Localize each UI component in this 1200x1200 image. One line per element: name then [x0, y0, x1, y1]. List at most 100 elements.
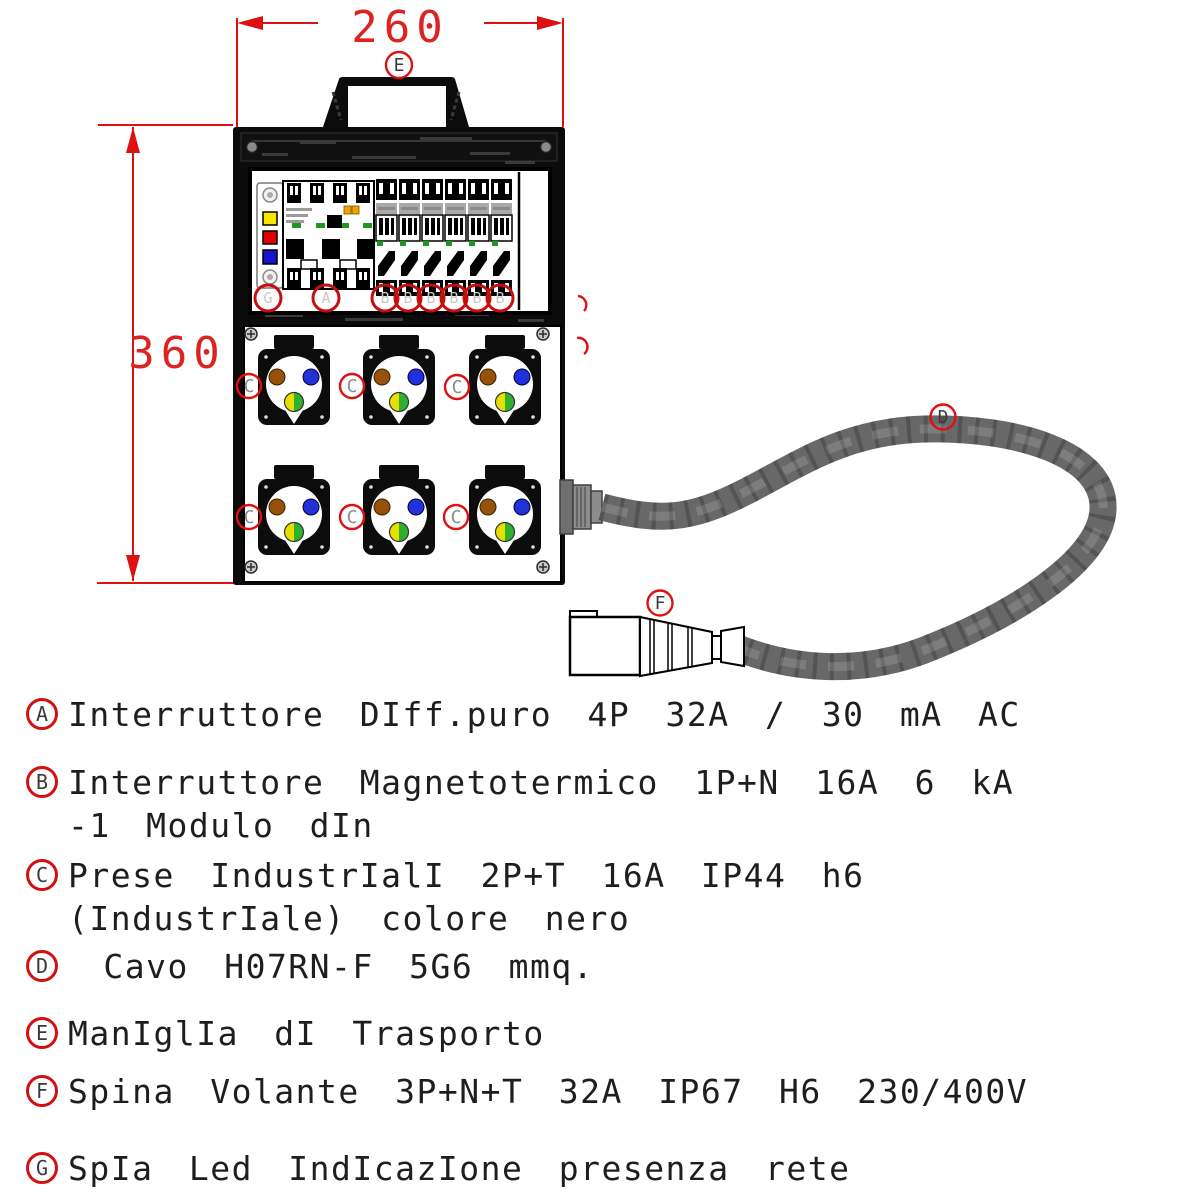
neutral-pin: [302, 498, 320, 516]
callout-socket-letter: C: [452, 377, 463, 398]
legend-key-badge: C: [26, 859, 58, 891]
dimension-height-value: 360: [128, 328, 225, 379]
dimension-height: 360: [97, 124, 237, 584]
body-slot: [402, 218, 406, 235]
socket-screw-dot: [475, 545, 479, 549]
body-slot: [460, 218, 463, 235]
cable-gland: [559, 479, 603, 535]
earth-pin-yellow: [284, 392, 294, 412]
rcd-indicator: [316, 223, 325, 228]
terminal-mark: [459, 183, 463, 194]
mcb-status-indicator: [492, 241, 498, 246]
terminal-mark: [379, 283, 383, 292]
lid-screw: [539, 140, 553, 154]
legend-key-badge: A: [26, 698, 58, 730]
plug-body: [568, 615, 642, 677]
legend-description-line: Interruttore DIff.puro 4P 32A / 30 mA AC: [68, 695, 1021, 734]
legend-key-badge: E: [26, 1017, 58, 1049]
neutral-pin: [302, 368, 320, 386]
industrial-socket: [258, 465, 330, 555]
body-slot: [425, 218, 429, 235]
legend-key-badge: G: [26, 1152, 58, 1184]
socket-hinge-tab: [485, 335, 525, 349]
legend-description-line: Prese IndustrIalI 2P+T 16A IP44 h6: [68, 856, 865, 895]
legend-description: Interruttore DIff.puro 4P 32A / 30 mA AC: [68, 693, 1021, 736]
body-slot: [414, 218, 417, 235]
terminal-mark: [482, 183, 486, 194]
label-smudge: [493, 207, 510, 210]
led-red: [262, 230, 278, 245]
legend-description: Interruttore Magnetotermico 1P+N 16A 6 k…: [68, 761, 1014, 847]
earth-pin-ring: [388, 391, 410, 413]
legend-description-line: Cavo H07RN-F 5G6 mmq.: [68, 947, 595, 986]
rcd-top-terminals: [287, 183, 370, 203]
label-smudge: [378, 207, 395, 210]
rcd-indicator: [292, 223, 301, 228]
terminal-mark: [425, 183, 429, 194]
legend-description-line: Spina Volante 3P+N+T 32A IP67 H6 230/400…: [68, 1072, 1029, 1111]
rcd-switch-bar: [286, 239, 373, 270]
callout-mcb: B: [439, 283, 469, 313]
socket-screw-dot: [475, 485, 479, 489]
terminal-mark: [402, 183, 406, 194]
cable-sheen: [600, 424, 1108, 672]
terminal-mark: [436, 183, 440, 194]
legend-description: Spina Volante 3P+N+T 32A IP67 H6 230/400…: [68, 1070, 1028, 1113]
industrial-socket: [469, 335, 541, 425]
socket-screw-dot: [425, 485, 429, 489]
handle-hatch: [331, 91, 343, 121]
callout-socket-letter: C: [244, 507, 255, 528]
body-slot: [477, 218, 481, 235]
earth-pin-ring: [494, 391, 516, 413]
industrial-socket: [469, 465, 541, 555]
industrial-socket: [363, 335, 435, 425]
dimension-width: 260: [236, 2, 564, 127]
socket-screw-dot: [531, 545, 535, 549]
callout-led-letter: G: [263, 289, 272, 307]
socket-screw-dot: [425, 355, 429, 359]
callout-socket: C: [443, 373, 471, 401]
callout-mcb-letter: B: [426, 289, 435, 307]
socket-screw-dot: [531, 485, 535, 489]
panel-screws: [244, 327, 550, 574]
callout-mcb: B: [393, 283, 423, 313]
terminal-mark: [494, 183, 498, 194]
body-slot: [454, 218, 458, 235]
earth-pin-ring: [494, 521, 516, 543]
socket-hinge-tab: [274, 465, 314, 479]
neutral-pin: [513, 368, 531, 386]
callout-socket: C: [338, 372, 366, 400]
terminal-mark: [402, 283, 406, 292]
callout-handle: E: [384, 50, 414, 80]
industrial-socket: [363, 465, 435, 555]
callout-mcb-letter: B: [380, 289, 389, 307]
plug-collar: [720, 625, 745, 668]
socket-keyway: [388, 407, 410, 424]
body-slot: [494, 218, 498, 235]
callout-plug-letter: F: [655, 593, 666, 614]
earth-pin-green: [399, 522, 409, 542]
callout-mcb: B: [416, 283, 446, 313]
body-slot: [506, 218, 509, 235]
phase-pin: [373, 498, 391, 516]
din-rail-marks: [290, 290, 365, 301]
callout-cable: D: [929, 403, 957, 431]
mcb-toggle-lever: [424, 251, 441, 276]
socket-screw-dot: [425, 415, 429, 419]
socket-keyway: [494, 537, 516, 554]
earth-pin-yellow: [389, 392, 399, 412]
phase-pin: [268, 368, 286, 386]
socket-screw-dot: [475, 415, 479, 419]
mcb-toggle-lever: [493, 251, 510, 276]
terminal-mark: [425, 283, 429, 292]
socket-hinge-tab: [379, 465, 419, 479]
supply-cable: [598, 415, 1117, 681]
terminal-mark: [448, 183, 452, 194]
callout-mcb: B: [485, 283, 515, 313]
body-slot: [385, 218, 389, 235]
terminal-mark: [494, 283, 498, 292]
socket-screw-dot: [320, 415, 324, 419]
